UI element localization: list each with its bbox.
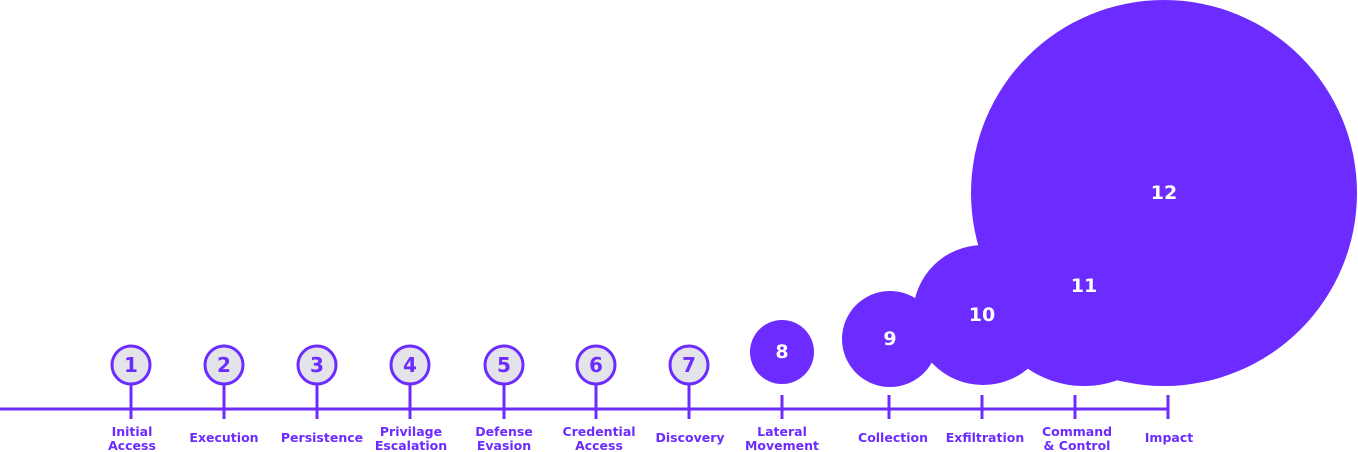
stage-number-12: 12 bbox=[1151, 182, 1177, 204]
stage-label-12: Impact bbox=[1145, 430, 1193, 445]
stage-circle-7 bbox=[668, 344, 710, 386]
stage-number-10: 10 bbox=[969, 304, 995, 326]
stage-label-3: Persistence bbox=[281, 430, 363, 445]
stage-circles bbox=[110, 0, 1357, 387]
stage-circle-1 bbox=[110, 344, 152, 386]
stage-label-4-line2: Escalation bbox=[375, 438, 447, 452]
stage-label-10: Exfiltration bbox=[946, 430, 1024, 445]
stage-label-5-line2: Evasion bbox=[477, 438, 531, 452]
stage-circle-5 bbox=[483, 344, 525, 386]
stage-label-2: Execution bbox=[189, 430, 258, 445]
stage-circle-2 bbox=[203, 344, 245, 386]
stage-number-9: 9 bbox=[883, 328, 896, 350]
stage-circle-3 bbox=[296, 344, 338, 386]
timeline-ticks bbox=[129, 384, 1170, 419]
stage-label-8-line1: Lateral bbox=[757, 424, 807, 439]
stage-number-1: 1 bbox=[124, 353, 138, 377]
stage-number-2: 2 bbox=[217, 353, 231, 377]
stage-label-11-line2: & Control bbox=[1044, 438, 1111, 452]
stage-number-3: 3 bbox=[310, 353, 324, 377]
stage-label-6-line2: Access bbox=[575, 438, 623, 452]
stage-number-4: 4 bbox=[403, 353, 417, 377]
stage-number-5: 5 bbox=[497, 353, 511, 377]
stage-number-7: 7 bbox=[682, 353, 696, 377]
stage-number-6: 6 bbox=[589, 353, 603, 377]
stage-circle-6 bbox=[575, 344, 617, 386]
stage-label-4-line1: Privilage bbox=[380, 424, 442, 439]
stage-label-9: Collection bbox=[858, 430, 928, 445]
stage-circle-4 bbox=[389, 344, 431, 386]
stage-circle-12 bbox=[971, 0, 1357, 386]
stage-number-11: 11 bbox=[1071, 275, 1097, 297]
stage-label-8-line2: Movement bbox=[745, 438, 819, 452]
stage-label-1-line1: Initial bbox=[112, 424, 153, 439]
stage-label-1-line2: Access bbox=[108, 438, 156, 452]
stage-number-8: 8 bbox=[775, 341, 788, 363]
stage-label-6-line1: Credential bbox=[562, 424, 635, 439]
stage-label-5-line1: Defense bbox=[475, 424, 533, 439]
stage-circle-8 bbox=[750, 320, 814, 384]
stage-label-11-line1: Command bbox=[1042, 424, 1112, 439]
stage-label-7: Discovery bbox=[655, 430, 724, 445]
